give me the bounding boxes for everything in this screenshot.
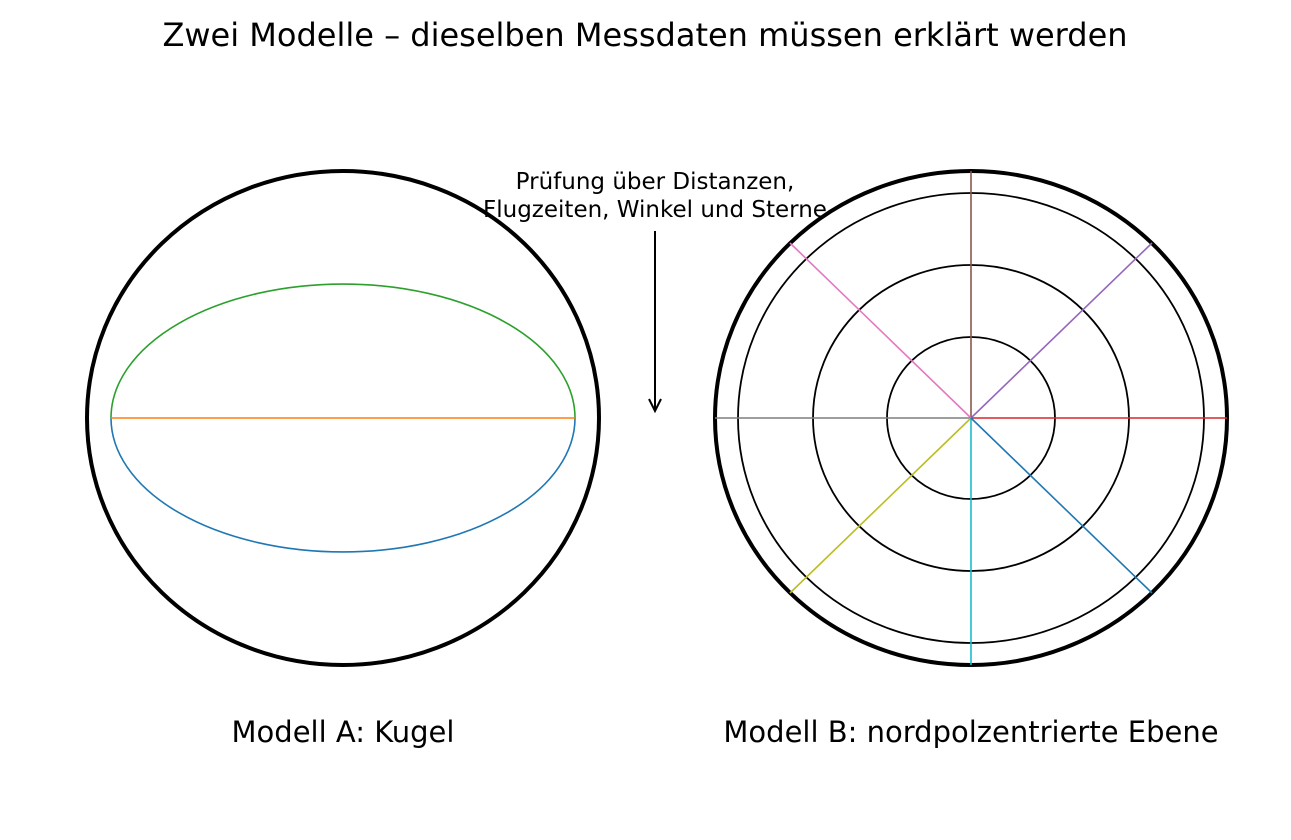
annotation-line-2: Flugzeiten, Winkel und Sterne (483, 197, 827, 223)
model-a-sphere (85, 169, 601, 667)
plane-spoke (789, 417, 972, 594)
model-a-label: Modell A: Kugel (232, 715, 455, 749)
annotation-arrow-head (648, 398, 662, 414)
plane-spoke (789, 242, 972, 419)
model-b-label: Modell B: nordpolzentrierte Ebene (723, 715, 1218, 749)
plane-spoke (970, 417, 1153, 594)
plane-spoke (970, 242, 1153, 419)
sphere-outline (85, 169, 601, 667)
diagram-title: Zwei Modelle – dieselben Messdaten müsse… (162, 16, 1127, 54)
annotation: Prüfung über Distanzen, Flugzeiten, Wink… (483, 169, 827, 414)
sphere-lower-arc (110, 417, 576, 553)
model-b-plane (713, 169, 1229, 667)
sphere-upper-arc (110, 283, 576, 419)
annotation-line-1: Prüfung über Distanzen, (516, 169, 795, 195)
